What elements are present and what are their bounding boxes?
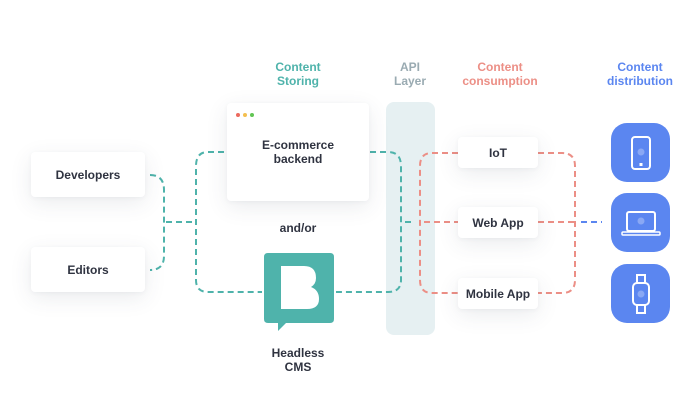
card-label: Web App <box>472 215 524 230</box>
title-line: Layer <box>393 74 427 88</box>
label-line: backend <box>273 152 323 166</box>
storage-bracket-left <box>195 151 262 293</box>
title-line: Content <box>275 60 321 74</box>
column-title-distribution: Content distribution <box>595 60 685 88</box>
device-tile-laptop[interactable] <box>611 193 670 252</box>
smartwatch-icon <box>631 273 650 314</box>
title-line: distribution <box>607 74 673 88</box>
title-line: Content <box>617 60 663 74</box>
window-dot-yellow <box>243 113 247 117</box>
consumer-card-iot[interactable]: IoT <box>458 137 538 168</box>
consumers-bracket-left <box>419 152 458 294</box>
title-line: API <box>399 60 420 74</box>
ecommerce-backend-card[interactable]: E-commerce backend <box>227 103 369 201</box>
headless-cms-logo-icon[interactable] <box>264 253 334 333</box>
column-title-storing: Content Storing <box>262 60 334 88</box>
card-label: Editors <box>67 262 109 277</box>
title-line: consumption <box>462 74 538 88</box>
and-or-label: and/or <box>279 221 317 235</box>
title-line: Storing <box>277 74 319 88</box>
card-label: Mobile App <box>465 286 531 301</box>
actors-bracket <box>149 174 165 271</box>
ecommerce-label: E-commerce backend <box>262 138 334 166</box>
consumers-bracket-right <box>538 152 576 294</box>
laptop-icon <box>620 210 661 236</box>
consumer-card-mobile-app[interactable]: Mobile App <box>458 278 538 309</box>
consumer-card-web-app[interactable]: Web App <box>458 207 538 238</box>
headless-cms-label: Headless CMS <box>262 346 334 374</box>
card-label: IoT <box>489 145 507 160</box>
label-line: Headless <box>271 346 325 360</box>
label-line: E-commerce <box>261 138 335 152</box>
api-layer-band <box>386 102 435 335</box>
window-controls <box>236 113 254 117</box>
column-title-api: API Layer <box>380 60 440 88</box>
storage-bracket-right <box>336 151 402 293</box>
developers-card[interactable]: Developers <box>31 152 145 197</box>
title-line: Content <box>477 60 523 74</box>
smartphone-icon <box>630 135 651 170</box>
editors-card[interactable]: Editors <box>31 247 145 292</box>
device-tile-smartwatch[interactable] <box>611 264 670 323</box>
column-title-consumption: Content consumption <box>455 60 545 88</box>
device-tile-smartphone[interactable] <box>611 123 670 182</box>
window-dot-green <box>250 113 254 117</box>
card-label: Developers <box>55 167 121 182</box>
window-dot-red <box>236 113 240 117</box>
label-line: CMS <box>284 360 312 374</box>
